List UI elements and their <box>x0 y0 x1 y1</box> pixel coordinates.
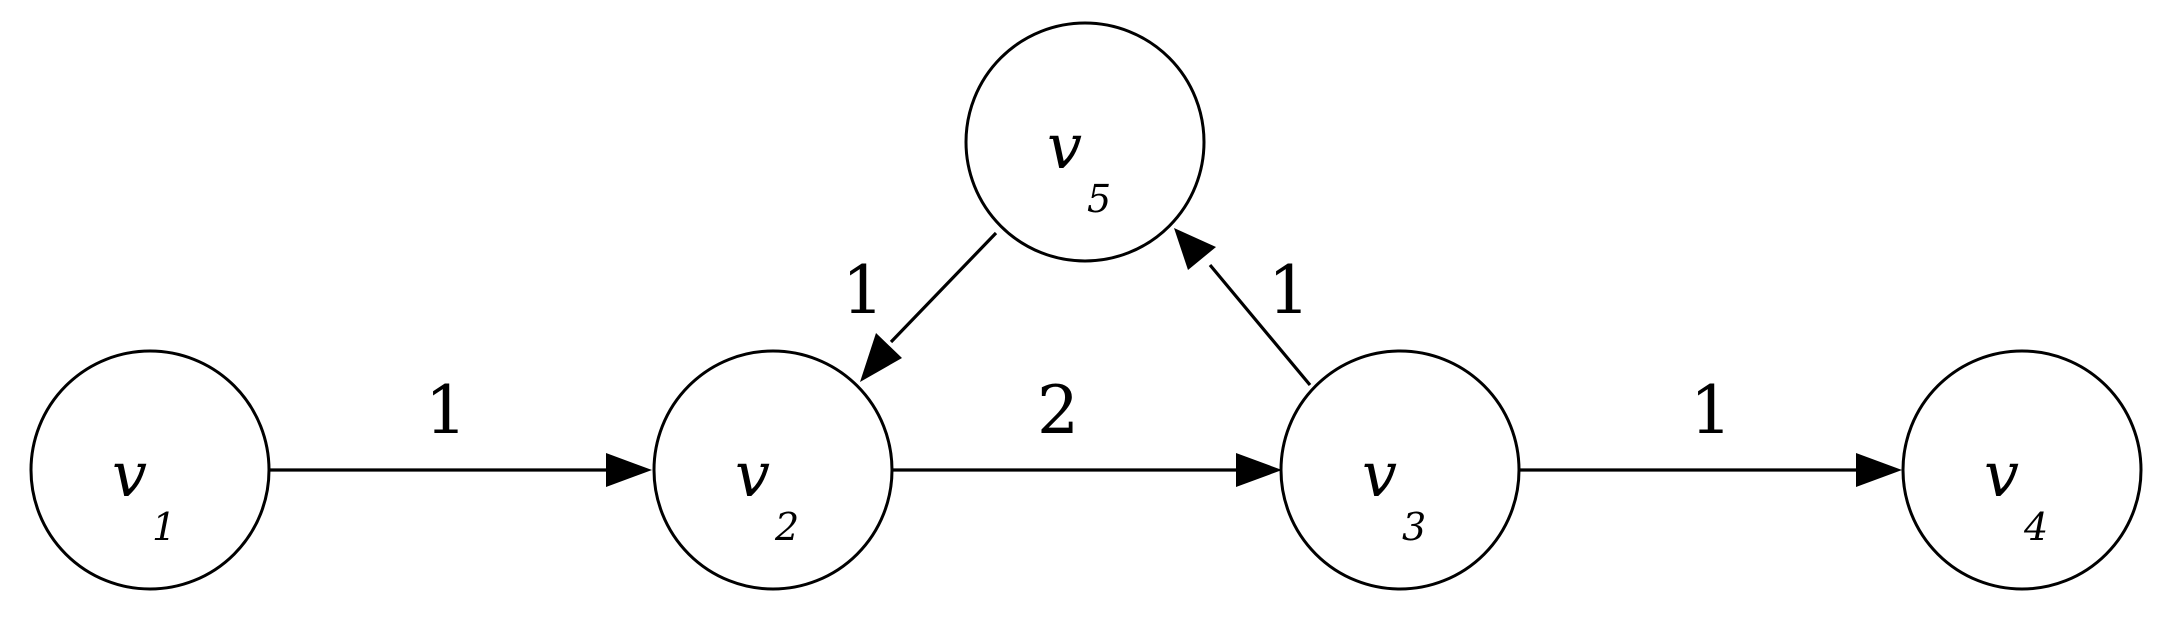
edge-v2-v3-weight: 2 <box>1037 372 1079 449</box>
edges: 1 2 1 1 1 <box>270 228 1902 487</box>
node-v3-subscript: 3 <box>1402 505 1426 549</box>
node-v5: v 5 <box>964 21 1206 263</box>
node-v1: v 1 <box>29 349 271 591</box>
edge-v3-v5: 1 <box>1174 228 1312 387</box>
node-v4: v 4 <box>1901 349 2143 591</box>
edge-v3-v5-line <box>1208 263 1312 387</box>
node-v3: v 3 <box>1279 349 1521 591</box>
node-v2-circle <box>652 349 894 591</box>
node-v4-label: v <box>1984 438 2019 511</box>
edge-v3-v5-arrowhead <box>1174 228 1216 270</box>
edge-v2-v3-arrowhead <box>1236 453 1282 487</box>
edge-v3-v5-weight: 1 <box>1268 252 1310 329</box>
edge-v5-v2-arrowhead <box>860 333 902 382</box>
edge-v1-v2-arrowhead <box>606 453 652 487</box>
node-v4-subscript: 4 <box>2023 505 2048 549</box>
node-v5-subscript: 5 <box>1087 177 1111 221</box>
node-v1-circle <box>29 349 271 591</box>
node-v2-label: v <box>735 438 770 511</box>
edge-v5-v2-weight: 1 <box>842 252 884 329</box>
node-v3-label: v <box>1362 438 1397 511</box>
node-v4-circle <box>1901 349 2143 591</box>
node-v2: v 2 <box>652 349 894 591</box>
edge-v5-v2-line <box>889 231 998 344</box>
node-v1-subscript: 1 <box>152 505 176 549</box>
edge-v5-v2: 1 <box>842 231 998 382</box>
node-v5-circle <box>964 21 1206 263</box>
edge-v3-v4-arrowhead <box>1856 453 1902 487</box>
edge-v3-v4: 1 <box>1518 372 1902 487</box>
nodes: v 1 v 2 v 3 v 4 v 5 <box>29 21 2143 591</box>
edge-v1-v2-weight: 1 <box>425 372 467 449</box>
node-v2-subscript: 2 <box>774 505 799 549</box>
edge-v1-v2: 1 <box>270 372 652 487</box>
edge-v2-v3: 2 <box>893 372 1282 487</box>
node-v3-circle <box>1279 349 1521 591</box>
edge-v3-v4-weight: 1 <box>1690 372 1732 449</box>
node-v1-label: v <box>112 438 147 511</box>
node-v5-label: v <box>1047 110 1082 183</box>
